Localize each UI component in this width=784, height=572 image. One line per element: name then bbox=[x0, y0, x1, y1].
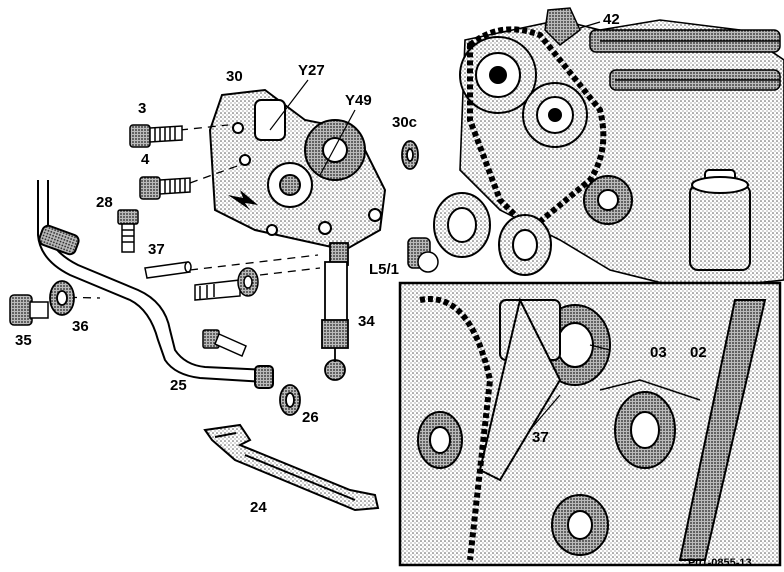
timing-chain bbox=[467, 26, 607, 235]
bolt-3 bbox=[129, 124, 183, 148]
label-02: 02 bbox=[690, 344, 707, 361]
seal-30c bbox=[401, 140, 419, 170]
label-3: 3 bbox=[138, 100, 147, 117]
camshaft-sprocket bbox=[459, 36, 588, 148]
pulleys bbox=[433, 175, 633, 276]
bolt-4 bbox=[139, 176, 191, 200]
flow-arrow bbox=[228, 190, 258, 210]
label-y49: Y49 bbox=[345, 92, 372, 109]
inset-detail bbox=[398, 281, 782, 567]
label-35: 35 bbox=[15, 332, 32, 349]
oil-filter-housing bbox=[689, 169, 751, 271]
label-34: 34 bbox=[358, 313, 375, 330]
bolt-28 bbox=[117, 209, 139, 253]
label-y27: Y27 bbox=[298, 62, 325, 79]
label-25: 25 bbox=[170, 377, 187, 394]
gasket-24 bbox=[203, 423, 380, 512]
plug-35 bbox=[9, 294, 49, 326]
label-36: 36 bbox=[72, 318, 89, 335]
label-03: 03 bbox=[650, 344, 667, 361]
label-30c: 30c bbox=[392, 114, 418, 131]
sensor-l5-1 bbox=[407, 237, 439, 273]
part-42-clip bbox=[544, 7, 581, 46]
label-30: 30 bbox=[226, 68, 243, 85]
bolt-tube bbox=[202, 329, 247, 358]
figure-reference: P01-0855-13 bbox=[688, 557, 752, 569]
dowel-pin-37 bbox=[144, 261, 192, 279]
front-cover-30 bbox=[208, 88, 387, 252]
label-26: 26 bbox=[302, 409, 319, 426]
label-l5-1: L5/1 bbox=[369, 261, 400, 278]
label-37-inset: 37 bbox=[532, 429, 549, 446]
label-4: 4 bbox=[141, 151, 150, 168]
label-37-dowel: 37 bbox=[148, 241, 165, 258]
washer-36 bbox=[49, 280, 75, 316]
leader-lines bbox=[269, 21, 611, 351]
oil-tube-25 bbox=[37, 180, 274, 389]
bolt-lower bbox=[194, 267, 259, 301]
chain-tensioner-34 bbox=[321, 242, 349, 381]
label-42: 42 bbox=[603, 11, 620, 28]
seal-26 bbox=[279, 384, 301, 416]
label-24: 24 bbox=[250, 499, 267, 516]
label-28: 28 bbox=[96, 194, 113, 211]
camshaft bbox=[589, 29, 781, 91]
